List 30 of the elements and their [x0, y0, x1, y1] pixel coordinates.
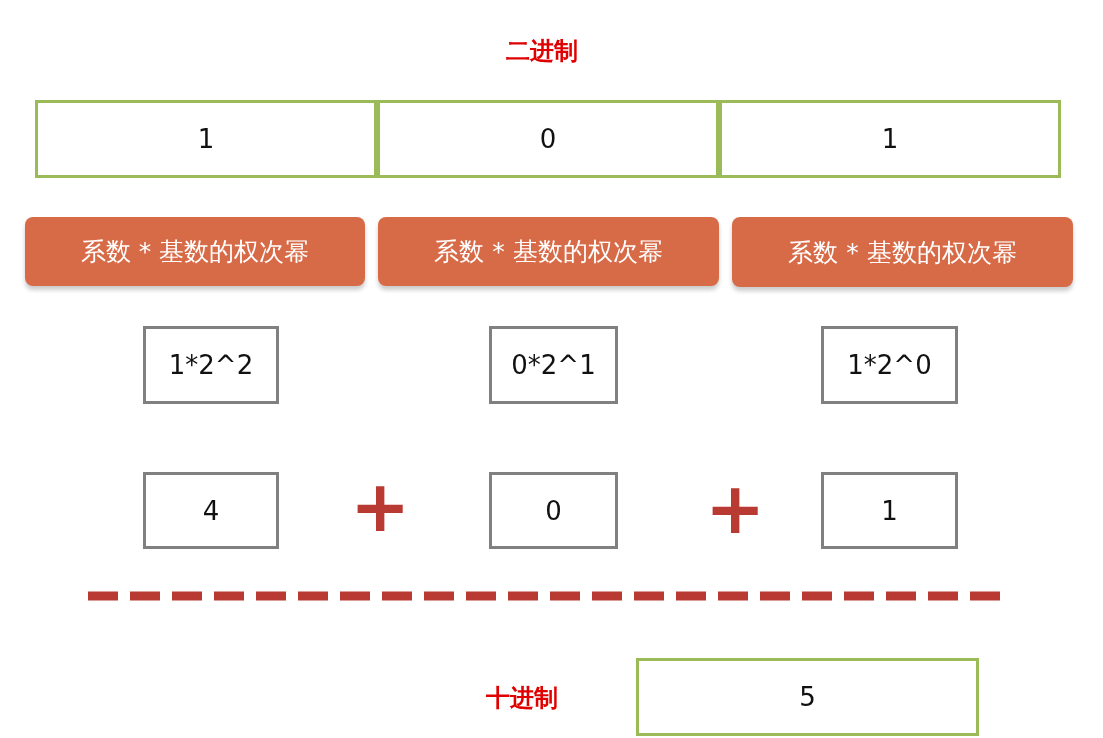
result-box [636, 658, 979, 736]
plus-sign: + [705, 472, 766, 544]
plus-sign: + [350, 470, 411, 542]
term-box [821, 326, 958, 404]
formula-banner [25, 217, 365, 286]
term-box [489, 326, 618, 404]
cell-text: 0 [539, 124, 557, 154]
value-box [143, 472, 279, 549]
cell-text: 5 [799, 682, 816, 712]
cell-text: 1 [881, 124, 899, 154]
cell-text: 1*2^0 [847, 350, 932, 380]
cell-text: 0*2^1 [511, 350, 596, 380]
binary-digit-cell [377, 100, 719, 178]
cell-text: 4 [202, 495, 220, 526]
formula-banner [378, 217, 719, 286]
binary-digit-cell [35, 100, 377, 178]
cell-text: 1*2^2 [168, 350, 254, 380]
value-box [821, 472, 958, 549]
formula-banner [732, 217, 1073, 287]
value-box [489, 472, 618, 549]
result-label: 十进制 [486, 683, 558, 714]
title: 二进制 [506, 36, 578, 67]
cell-text: 系数 * 基数的权次幂 [434, 236, 663, 268]
binary-digit-cell [719, 100, 1061, 178]
cell-text: 1 [881, 495, 898, 526]
cell-text: 系数 * 基数的权次幂 [788, 236, 1017, 269]
cell-text: 1 [197, 124, 215, 154]
cell-text: 系数 * 基数的权次幂 [80, 236, 310, 268]
term-box [143, 326, 279, 404]
cell-text: 0 [545, 495, 562, 526]
